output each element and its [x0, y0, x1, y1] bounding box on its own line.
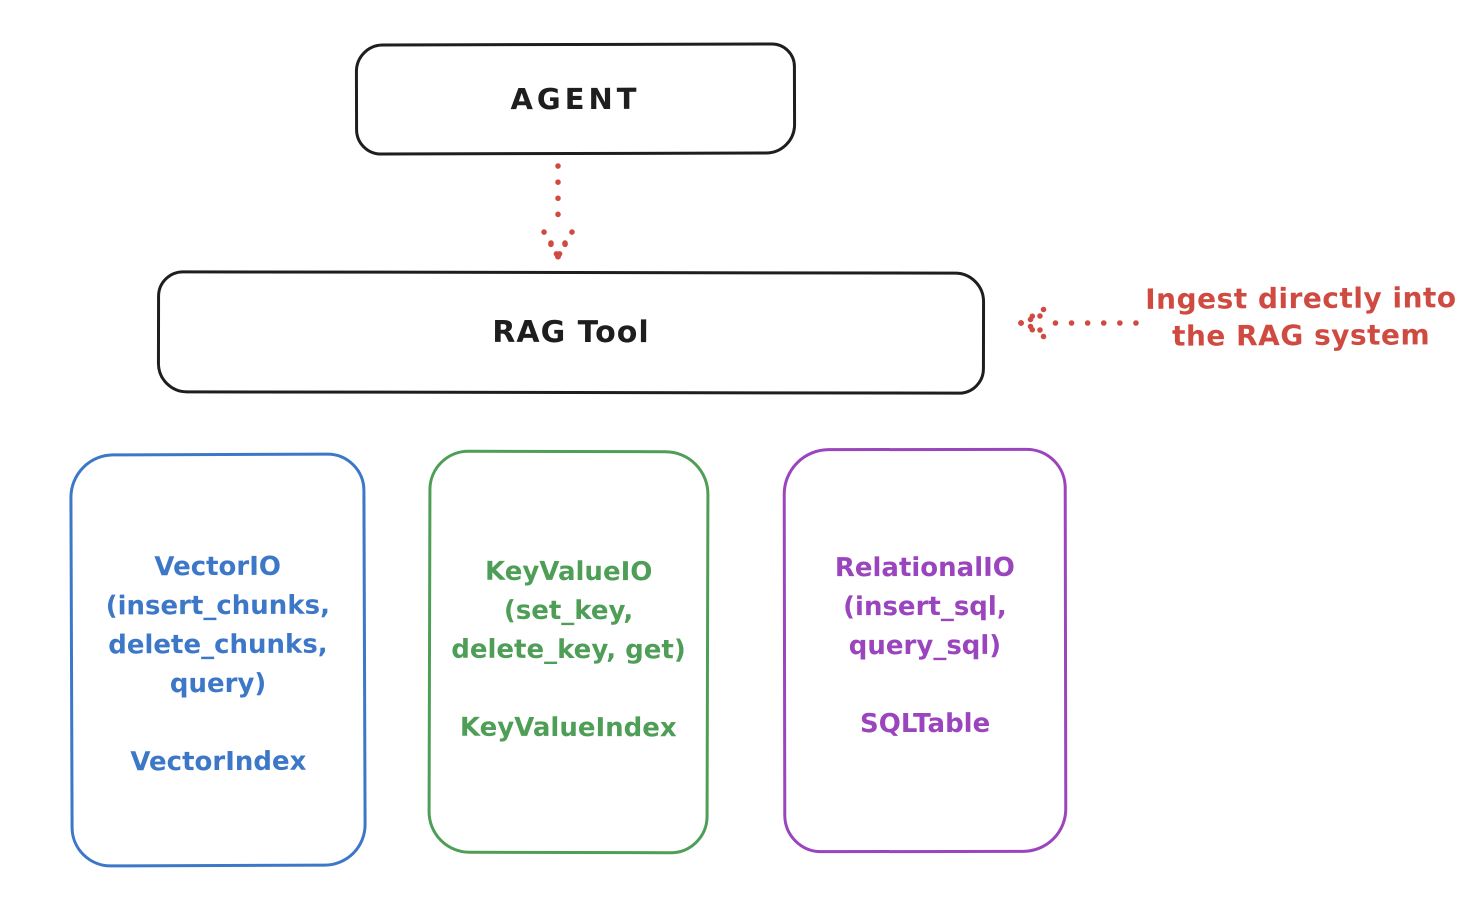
relational-io-node: RelationalIO (insert_sql, query_sql) SQL… — [782, 447, 1068, 854]
keyvalue-io-title: KeyValueIO — [484, 556, 653, 588]
vector-io-node: VectorIO (insert_chunks, delete_chunks, … — [69, 452, 367, 868]
rag-tool-node-label: RAG Tool — [492, 314, 650, 351]
arrow-annotation-to-ragtool-icon — [1018, 305, 1139, 341]
ingest-annotation: Ingest directly into the RAG system — [1128, 279, 1474, 355]
keyvalue-index-label: KeyValueIndex — [459, 712, 677, 744]
arrow-agent-to-ragtool-icon — [541, 163, 575, 260]
relational-io-title: RelationalIO — [834, 552, 1015, 584]
vector-index-label: VectorIndex — [130, 746, 307, 778]
relational-io-methods-line-2: query_sql) — [848, 630, 1002, 662]
vector-io-methods-line-1: (insert_chunks, — [105, 590, 330, 622]
rag-tool-node: RAG Tool — [156, 270, 986, 395]
ingest-annotation-line-1: Ingest directly into — [1145, 281, 1457, 316]
sql-table-label: SQLTable — [860, 708, 991, 740]
relational-io-methods-line-1: (insert_sql, — [843, 591, 1007, 623]
agent-node: AGENT — [354, 42, 797, 156]
keyvalue-io-methods-line-2: delete_key, get) — [451, 634, 686, 666]
vector-io-title: VectorIO — [154, 551, 282, 583]
keyvalue-io-node: KeyValueIO (set_key, delete_key, get) Ke… — [427, 449, 710, 855]
vector-io-methods-line-2: delete_chunks, — [108, 629, 328, 661]
keyvalue-io-methods-line-1: (set_key, — [503, 595, 634, 627]
ingest-annotation-line-2: the RAG system — [1171, 318, 1431, 353]
agent-node-label: AGENT — [510, 81, 641, 117]
vector-io-methods-line-3: query) — [169, 668, 267, 700]
